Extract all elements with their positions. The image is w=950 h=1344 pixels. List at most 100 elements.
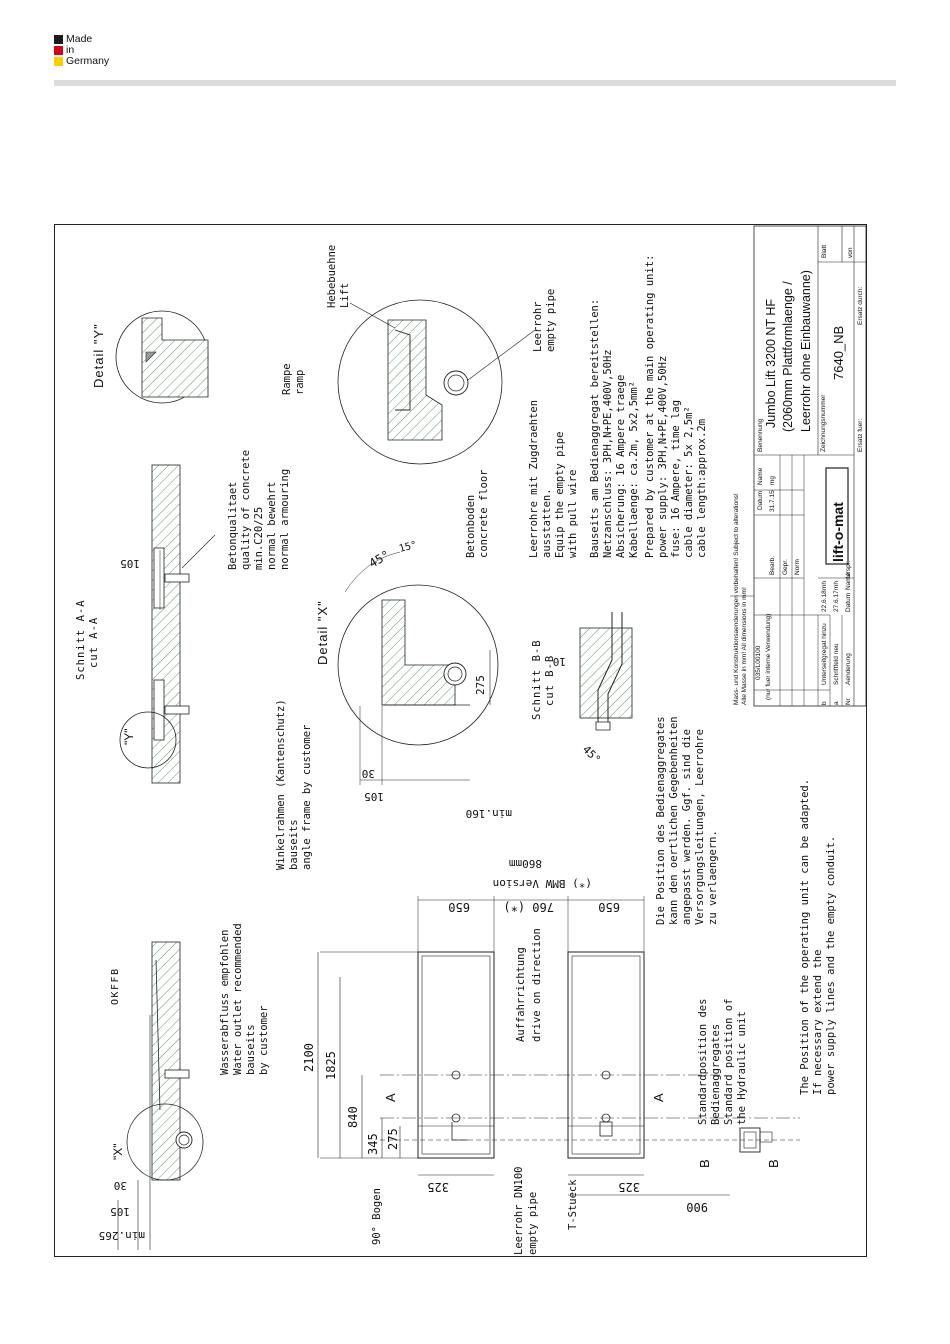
note-6: Bauseits am Bedienaggregat bereitstellen… [589,299,601,558]
dim-325-right: 325 [618,1180,640,1194]
tb-rev-a-date: 27.6.17 [833,590,840,612]
cut-a-left: A [383,1093,398,1102]
dim-760: 760 (*) [503,900,554,914]
tb-rev-b: b [821,701,828,705]
angle-frame-1: Winkelrahmen (Kantenschutz) [275,699,287,870]
position-en-1: The Position of the operating unit can b… [799,779,811,1095]
angle-45-x: 45° [367,548,393,571]
note-8: Absicherung: 16 Ampere traege [615,375,627,558]
rampe-de: Rampe [281,363,293,395]
drain-line-4: by customer [258,1005,270,1075]
dim-105-x: 105 [364,790,384,803]
bogen-label: 90° Bogen [371,1188,383,1245]
hebebuehne-en: Lift [339,283,351,308]
drain-line-2: Water outlet recommended [232,923,244,1075]
drawing-sheet [54,224,867,1257]
bb-title-2: cut B-B [544,655,556,706]
leerrohr-y-en: empty pipe [545,289,557,352]
leerrohr-line-1: Leerrohr DN100 [513,1166,525,1255]
concrete-line-2: quality of concrete [240,450,252,570]
position-de-5: zu verlaengern. [707,830,719,925]
aa-title-1: Schnitt A-A [75,599,87,680]
flag-black-square [54,35,63,44]
tb-gepr: Gepr. [782,559,789,575]
standard-line-1: Standardposition des [697,999,709,1125]
bmw-version: (*) BMW Version [493,877,592,890]
tb-title-2: (2060mm Plattformlaenge / [781,281,795,432]
angle-frame-3: angle frame by customer [301,725,313,870]
note-3: Equip the empty pipe [554,432,566,558]
position-de-3: angepasst werden. Ggf. sind die [681,729,693,925]
tb-ref2: (nur fuer interne Verwendung) [765,614,772,700]
standard-line-3: Standard position of [723,999,735,1125]
dim-345: 345 [366,1133,380,1155]
tb-aenderung: Aenderung [845,653,852,685]
dim-2100: 2100 [302,1043,316,1072]
note-9: Kabellaenge: ca.2m, 5x2,5mm² [628,381,640,558]
tb-title-1: Jumbo Lift 3200 NT HF [764,299,778,428]
dim-650-right: 650 [598,900,620,914]
note-14: cable length:approx.2m [696,419,708,558]
concrete-line-5: normal armouring [279,469,291,570]
angle-15-x: 15° [398,540,418,555]
dim-275-x: 275 [474,675,487,695]
dim-10-bb: 10 [553,655,566,668]
concrete-line-3: min.C20/25 [253,507,265,570]
header-rule [54,80,896,86]
position-de-4: Versorgungsleitungen, Leerrohre [694,729,706,925]
tb-rev-a-name: mh [833,581,840,590]
tb-drawing-number: 7640_NB [831,326,846,380]
dim-30-x: 30 [362,767,375,780]
bb-title-1: Schnitt B-B [531,639,543,720]
logo-made: Made [66,33,93,45]
tb-name: Name [757,467,764,485]
tstueck-label: T-Stueck [567,1179,579,1230]
title-block: Benennung Zeichnungsnummer Blatt von Ers… [730,225,867,707]
logo-germany: Germany [66,55,110,67]
standard-line-4: the Hydraulic unit [736,1011,748,1125]
tb-ersatz-fuer: Ersatz fuer: [857,419,864,452]
tb-name2: Name [845,572,852,590]
tb-bearb-name: mg [769,476,776,485]
tb-ersatz-durch: Ersatz durch: [857,287,864,325]
position-en-3: power supply lines and the empty conduit… [825,836,837,1095]
tb-rev-b-text: Unterseitgregat hinzu [821,623,828,685]
note-2: ausstatten. [541,488,553,558]
dim-1825: 1825 [324,1051,338,1080]
tb-blatt: Blatt [821,245,828,258]
angle-frame-2: bauseits [288,819,300,870]
tb-bearb: Bearb. [769,556,776,575]
auffahrt-line-1: Auffahrrichtung [515,947,527,1042]
tb-brand-logo: lift-o-mat [830,502,846,562]
tb-rev-a-text: Schriftfeld neu [833,643,840,685]
dim-min160-x: min.160 [466,807,512,820]
detail-y: Detail "Y" Rampe ramp Hebebuehne Lift Be… [91,245,557,558]
aa-title-2: cut A-A [88,617,100,668]
standard-line-2: Bedienaggregates [710,1024,722,1125]
tb-datum2: Datum [845,593,852,612]
tb-mass-1: Mass- und Konstruktionsaenderungen vorbe… [733,493,740,705]
dim-650-left: 650 [448,900,470,914]
hebebuehne-de: Hebebuehne [326,245,338,308]
tb-urspr: Urspr. [845,560,852,578]
leerrohr-y-de: Leerrohr [532,301,544,352]
note-1: Leerrohre mit Zugdraehten [528,400,540,558]
detail-x: Detail "X" 30 105 min.160 275 45° 15° [315,540,512,820]
dim-105-aa: 105 [120,557,140,570]
note-12: fuse: 16 Ampere, time lag [670,400,682,558]
drain-line-3: bauseits [245,1024,257,1075]
tb-title-3: Leerrohr ohne Einbauwanne) [799,270,813,432]
betonboden-en: concrete floor [478,469,490,558]
y-label: "Y" [122,728,136,745]
dim-900: 900 [686,1200,708,1214]
note-4: with pull wire [567,469,579,558]
dim-275: 275 [386,1128,400,1150]
concrete-line-1: Betonqualitaet [227,481,239,570]
leerrohr-line-2: empty pipe [527,1192,539,1255]
dim-840: 840 [346,1106,360,1128]
cut-b-right: B [766,1159,781,1168]
drain-line-1: Wasserabfluss empfohlen [219,930,231,1075]
detail-x-title: Detail "X" [315,600,330,665]
note-11: power supply: 3PH,N+PE,400V,50Hz [657,356,669,558]
section-bb: Schnitt B-B cut B-B 10 45° [531,612,633,766]
